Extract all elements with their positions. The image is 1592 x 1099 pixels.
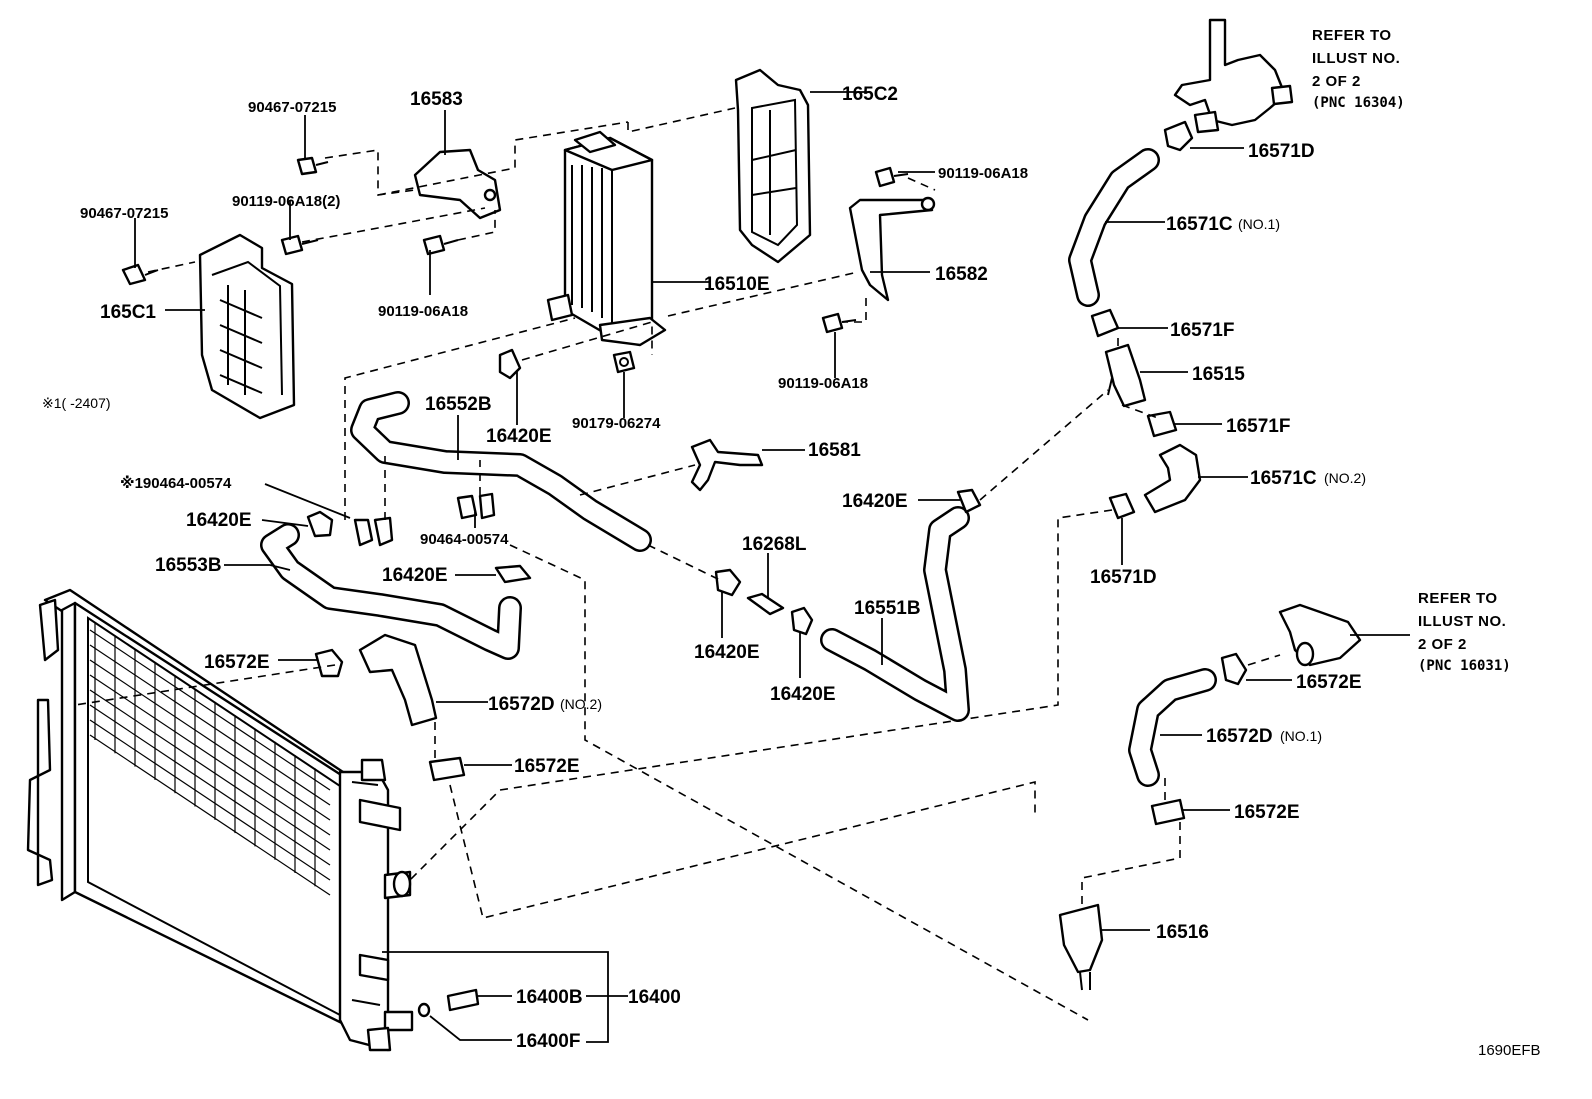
ref-upper-pnc: (PNC 16304): [1312, 95, 1405, 111]
label-16571D-a: 16571D: [1248, 141, 1315, 162]
label-16400: 16400: [628, 987, 681, 1008]
label-16420E-c: 16420E: [382, 565, 448, 586]
label-16571C-no1: 16571C: [1166, 214, 1233, 235]
bolt-90467-a: [296, 156, 329, 176]
water-outlet-lower: [1278, 603, 1362, 667]
label-16582: 16582: [935, 264, 988, 285]
label-90467-07215-b: 90467-07215: [80, 205, 168, 222]
radiator-tube-line: [89, 659, 331, 821]
label-16572D-no1-note: (NO.1): [1280, 728, 1322, 744]
label-16420E-e: 16420E: [770, 684, 836, 705]
label-16572E-d: 16572E: [1234, 802, 1300, 823]
hose-16553B: [260, 523, 522, 660]
hose-16572D-no1: [1128, 668, 1217, 787]
label-16400F: 16400F: [516, 1031, 580, 1052]
label-16571C-no2-note: (NO.2): [1324, 470, 1366, 486]
label-90119-06A18-a: 90119-06A18: [378, 303, 468, 320]
label-90464-00574-a: ※190464-00574: [120, 474, 232, 492]
label-16553B: 16553B: [155, 555, 222, 576]
ref-upper-line3: 2 OF 2: [1312, 73, 1361, 90]
ref-upper-line1: REFER TO: [1312, 27, 1392, 44]
label-16400B: 16400B: [516, 987, 583, 1008]
hose-16552B: [350, 391, 652, 552]
leader-lines: [134, 91, 1410, 1043]
label-16572E-b: 16572E: [514, 756, 580, 777]
label-16420E-a: 16420E: [486, 426, 552, 447]
label-16571C-no2: 16571C: [1250, 468, 1317, 489]
radiator-tube-line: [89, 719, 331, 881]
bolt-90119-a: [422, 234, 459, 256]
label-16552B: 16552B: [425, 394, 492, 415]
radiator-tube-line: [89, 629, 331, 791]
label-16581: 16581: [808, 440, 861, 461]
bracket-16583: [413, 148, 502, 220]
radiator-assembly: [26, 588, 414, 1052]
shroud-165C1: [198, 233, 296, 420]
ref-lower-line1: REFER TO: [1418, 590, 1498, 607]
label-90119-06A18-2: 90119-06A18(2): [232, 193, 340, 210]
label-16551B: 16551B: [854, 598, 921, 619]
tube-16268L: [746, 592, 785, 616]
radiator-tube-line: [89, 674, 331, 836]
labels: 16583 90467-07215 90119-06A18(2) 90467-0…: [42, 27, 1541, 1059]
joint-16515: [1104, 343, 1147, 408]
assembly-dashed-lines: [74, 107, 1281, 1021]
label-90119-06A18-b: 90119-06A18: [938, 165, 1028, 182]
radiator-tube-line: [89, 704, 331, 866]
label-16420E-d: 16420E: [694, 642, 760, 663]
label-90464-00574-b: 90464-00574: [420, 531, 509, 548]
label-90119-06A18-c: 90119-06A18: [778, 375, 868, 392]
bolt-90119-b: [874, 166, 909, 188]
ref-lower-line3: 2 OF 2: [1418, 636, 1467, 653]
water-outlet-upper: [1173, 18, 1294, 134]
hose-16571C-no1: [1068, 148, 1160, 307]
label-16571D-b: 16571D: [1090, 567, 1157, 588]
label-note-range: ※1( -2407): [42, 395, 111, 411]
label-16420E-f: 16420E: [842, 491, 908, 512]
label-165C2: 165C2: [842, 84, 898, 105]
label-16572D-no2-note: (NO.2): [560, 696, 602, 712]
ref-lower-line2: ILLUST NO.: [1418, 613, 1506, 630]
diagram-code: 1690EFB: [1478, 1042, 1541, 1059]
nut-90179: [612, 350, 636, 374]
outlet-16516: [1058, 903, 1104, 991]
label-165C1: 165C1: [100, 302, 156, 323]
label-16571C-no1-note: (NO.1): [1238, 216, 1280, 232]
intercooler-16510E: [546, 130, 667, 347]
radiator-tube-line: [89, 689, 331, 851]
clamps: [306, 120, 1248, 1018]
label-16572E-c: 16572E: [1296, 672, 1362, 693]
bracket-16582: [848, 196, 936, 302]
radiator-tube-line: [89, 644, 331, 806]
label-16510E: 16510E: [704, 274, 770, 295]
label-16571F-b: 16571F: [1226, 416, 1290, 437]
label-16571F-a: 16571F: [1170, 320, 1234, 341]
bolt-90467-b: [121, 263, 159, 286]
label-90467-07215-a: 90467-07215: [248, 99, 336, 116]
bolt-90119-2: [280, 234, 319, 256]
shroud-165C2: [734, 68, 812, 264]
label-16268L: 16268L: [742, 534, 807, 555]
label-16572D-no1: 16572D: [1206, 726, 1273, 747]
label-16516: 16516: [1156, 922, 1209, 943]
radiator-tube-line: [89, 734, 331, 896]
label-16515: 16515: [1192, 364, 1245, 385]
hose-16572D-no2: [358, 633, 438, 727]
label-16572E-a: 16572E: [204, 652, 270, 673]
label-90179-06274: 90179-06274: [572, 415, 661, 432]
bypass-16581: [690, 438, 764, 492]
hose-16571C-no2: [1143, 443, 1202, 514]
label-16572D-no2: 16572D: [488, 694, 555, 715]
bolt-90119-c: [821, 312, 857, 334]
pipe-16551B: [820, 506, 970, 722]
label-16420E-b: 16420E: [186, 510, 252, 531]
ref-upper-line2: ILLUST NO.: [1312, 50, 1400, 67]
label-16583: 16583: [410, 89, 463, 110]
ref-lower-pnc: (PNC 16031): [1418, 658, 1511, 674]
